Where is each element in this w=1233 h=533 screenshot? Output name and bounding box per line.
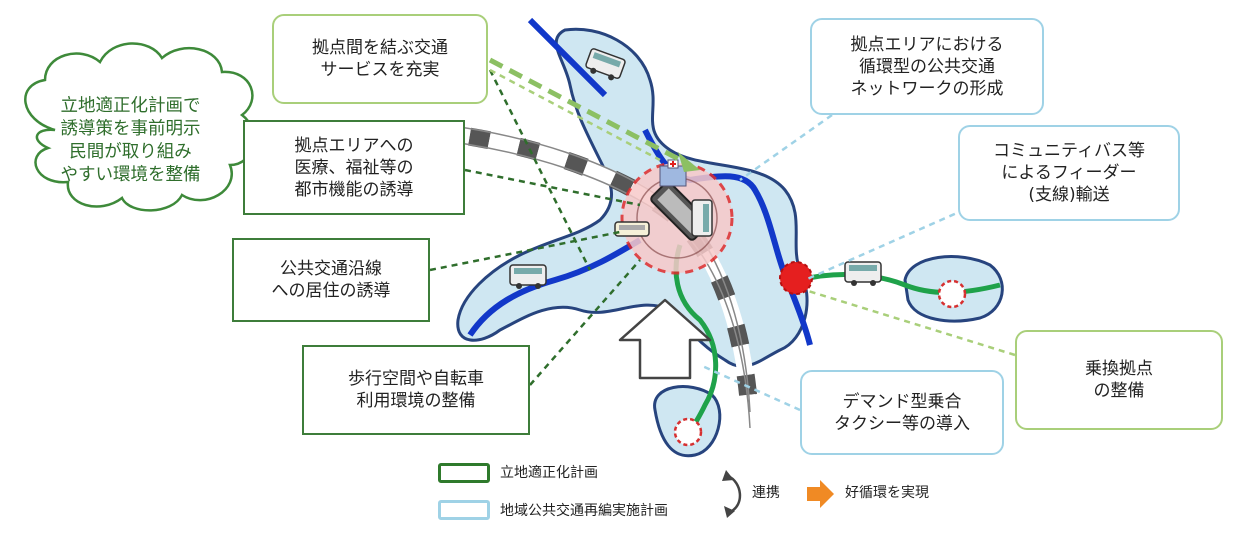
box-hub-urban-functions: 拠点エリアへの 医療、福祉等の 都市機能の誘導 [243, 120, 465, 215]
bus-line-south [673, 244, 719, 436]
legend-label-location-plan: 立地適正化計画 [500, 465, 598, 481]
bus-icon-north [585, 48, 626, 81]
legend-swatch-location-plan [438, 463, 490, 483]
legend-swatch-transport-plan [438, 500, 490, 520]
up-arrow-icon [618, 298, 712, 380]
rail-line-west [467, 237, 642, 337]
tram-icon [614, 221, 650, 237]
bus-icon-center [691, 199, 713, 237]
box-circular-network: 拠点エリアにおける 循環型の公共交通 ネットワークの形成 [810, 18, 1044, 115]
box-residence-along-transit: 公共交通沿線 への居住の誘導 [232, 238, 430, 322]
legend-label-virtuous-cycle: 好循環を実現 [845, 485, 929, 501]
box-community-bus: コミュニティバス等 によるフィーダー (支線)輸送 [958, 125, 1180, 221]
box-transfer-hub: 乗換拠点 の整備 [1015, 330, 1223, 430]
box-inter-hub-transport: 拠点間を結ぶ交通 サービスを充実 [272, 14, 488, 104]
bus-icon-east [844, 261, 882, 286]
green-dashed-arrow [488, 57, 692, 168]
stop-east [937, 279, 967, 309]
rail-line-north [527, 17, 608, 98]
connector-lines-transport [699, 113, 976, 412]
legend-label-transport-plan: 地域公共交通再編実施計画 [500, 503, 668, 519]
cooperation-arrow-icon [727, 474, 742, 514]
connector-lines-location [429, 69, 641, 386]
connector-lines-light [489, 68, 1016, 357]
stop-south [673, 417, 703, 447]
transfer-hub-icon [779, 261, 813, 295]
orange-arrow-icon [807, 480, 834, 508]
box-demand-taxi: デマンド型乗合 タクシー等の導入 [800, 370, 1004, 455]
cloud-text: 立地適正化計画で 誘導策を事前明示 民間が取り組み やすい環境を整備 [60, 96, 201, 185]
hospital-icon [659, 159, 687, 187]
box-walk-bike: 歩行空間や自転車 利用環境の整備 [302, 345, 530, 435]
bus-icon-west [509, 264, 547, 289]
legend-label-cooperation: 連携 [752, 485, 780, 501]
